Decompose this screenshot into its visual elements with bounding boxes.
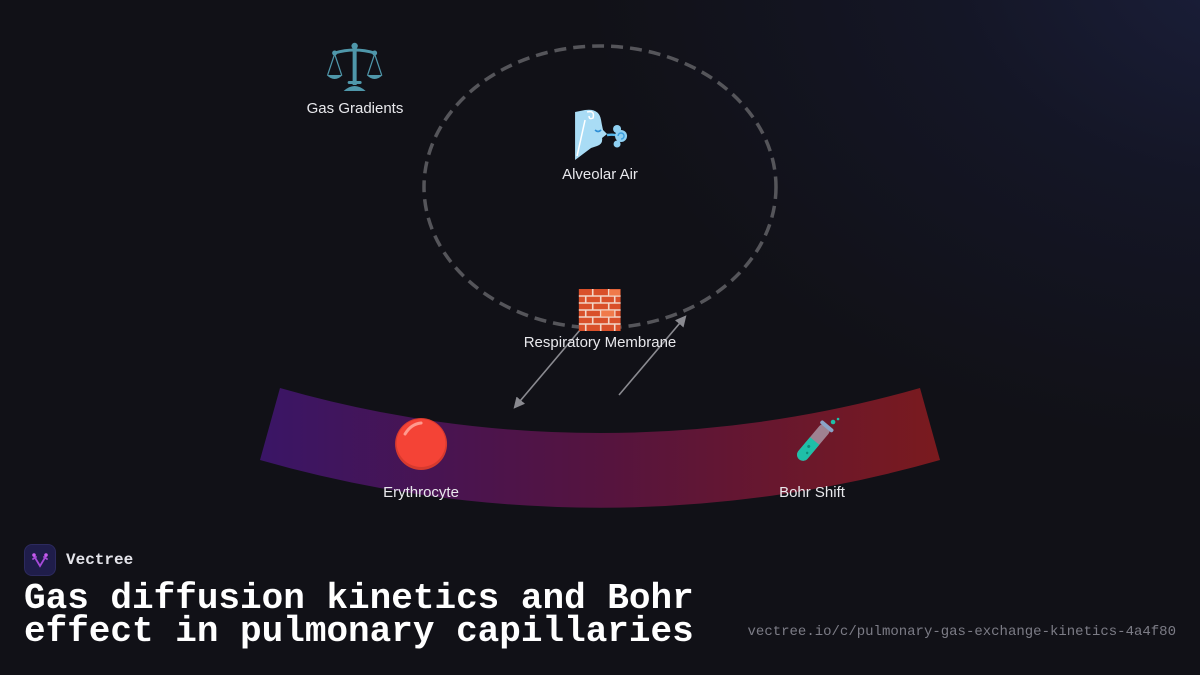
node-erythrocyte[interactable]: Erythrocyte bbox=[383, 416, 459, 501]
node-label: Alveolar Air bbox=[562, 166, 638, 183]
brand-name: Vectree bbox=[66, 551, 134, 569]
node-alveolar-air[interactable]: Alveolar Air bbox=[562, 106, 638, 183]
vectree-logo-icon bbox=[24, 544, 56, 576]
title-line-1: Gas diffusion kinetics and Bohr bbox=[24, 578, 694, 619]
node-label: Respiratory Membrane bbox=[523, 334, 677, 351]
brand: Vectree bbox=[24, 544, 133, 576]
arrow-membrane-to-erythrocyte bbox=[513, 329, 581, 409]
test-tube-icon bbox=[782, 416, 842, 472]
source-url[interactable]: vectree.io/c/pulmonary-gas-exchange-kine… bbox=[747, 624, 1176, 640]
balance-scale-icon bbox=[325, 40, 385, 96]
node-label: Bohr Shift bbox=[779, 484, 845, 501]
brick-wall-icon bbox=[570, 286, 630, 334]
arrow-erythrocyte-to-membrane bbox=[618, 315, 687, 396]
node-gas-gradients[interactable]: Gas Gradients bbox=[306, 40, 404, 117]
node-label: Gas Gradients bbox=[306, 100, 404, 117]
node-label: Erythrocyte bbox=[383, 484, 459, 501]
node-bohr-shift[interactable]: Bohr Shift bbox=[779, 416, 845, 501]
node-respiratory-membrane[interactable]: Respiratory Membrane bbox=[523, 286, 677, 351]
wind-face-icon bbox=[570, 106, 630, 162]
capillary-band bbox=[260, 388, 940, 508]
red-circle-icon bbox=[391, 416, 451, 472]
page-title: Gas diffusion kinetics and Bohr effect i… bbox=[24, 578, 694, 652]
title-line-2: effect in pulmonary capillaries bbox=[24, 611, 694, 652]
